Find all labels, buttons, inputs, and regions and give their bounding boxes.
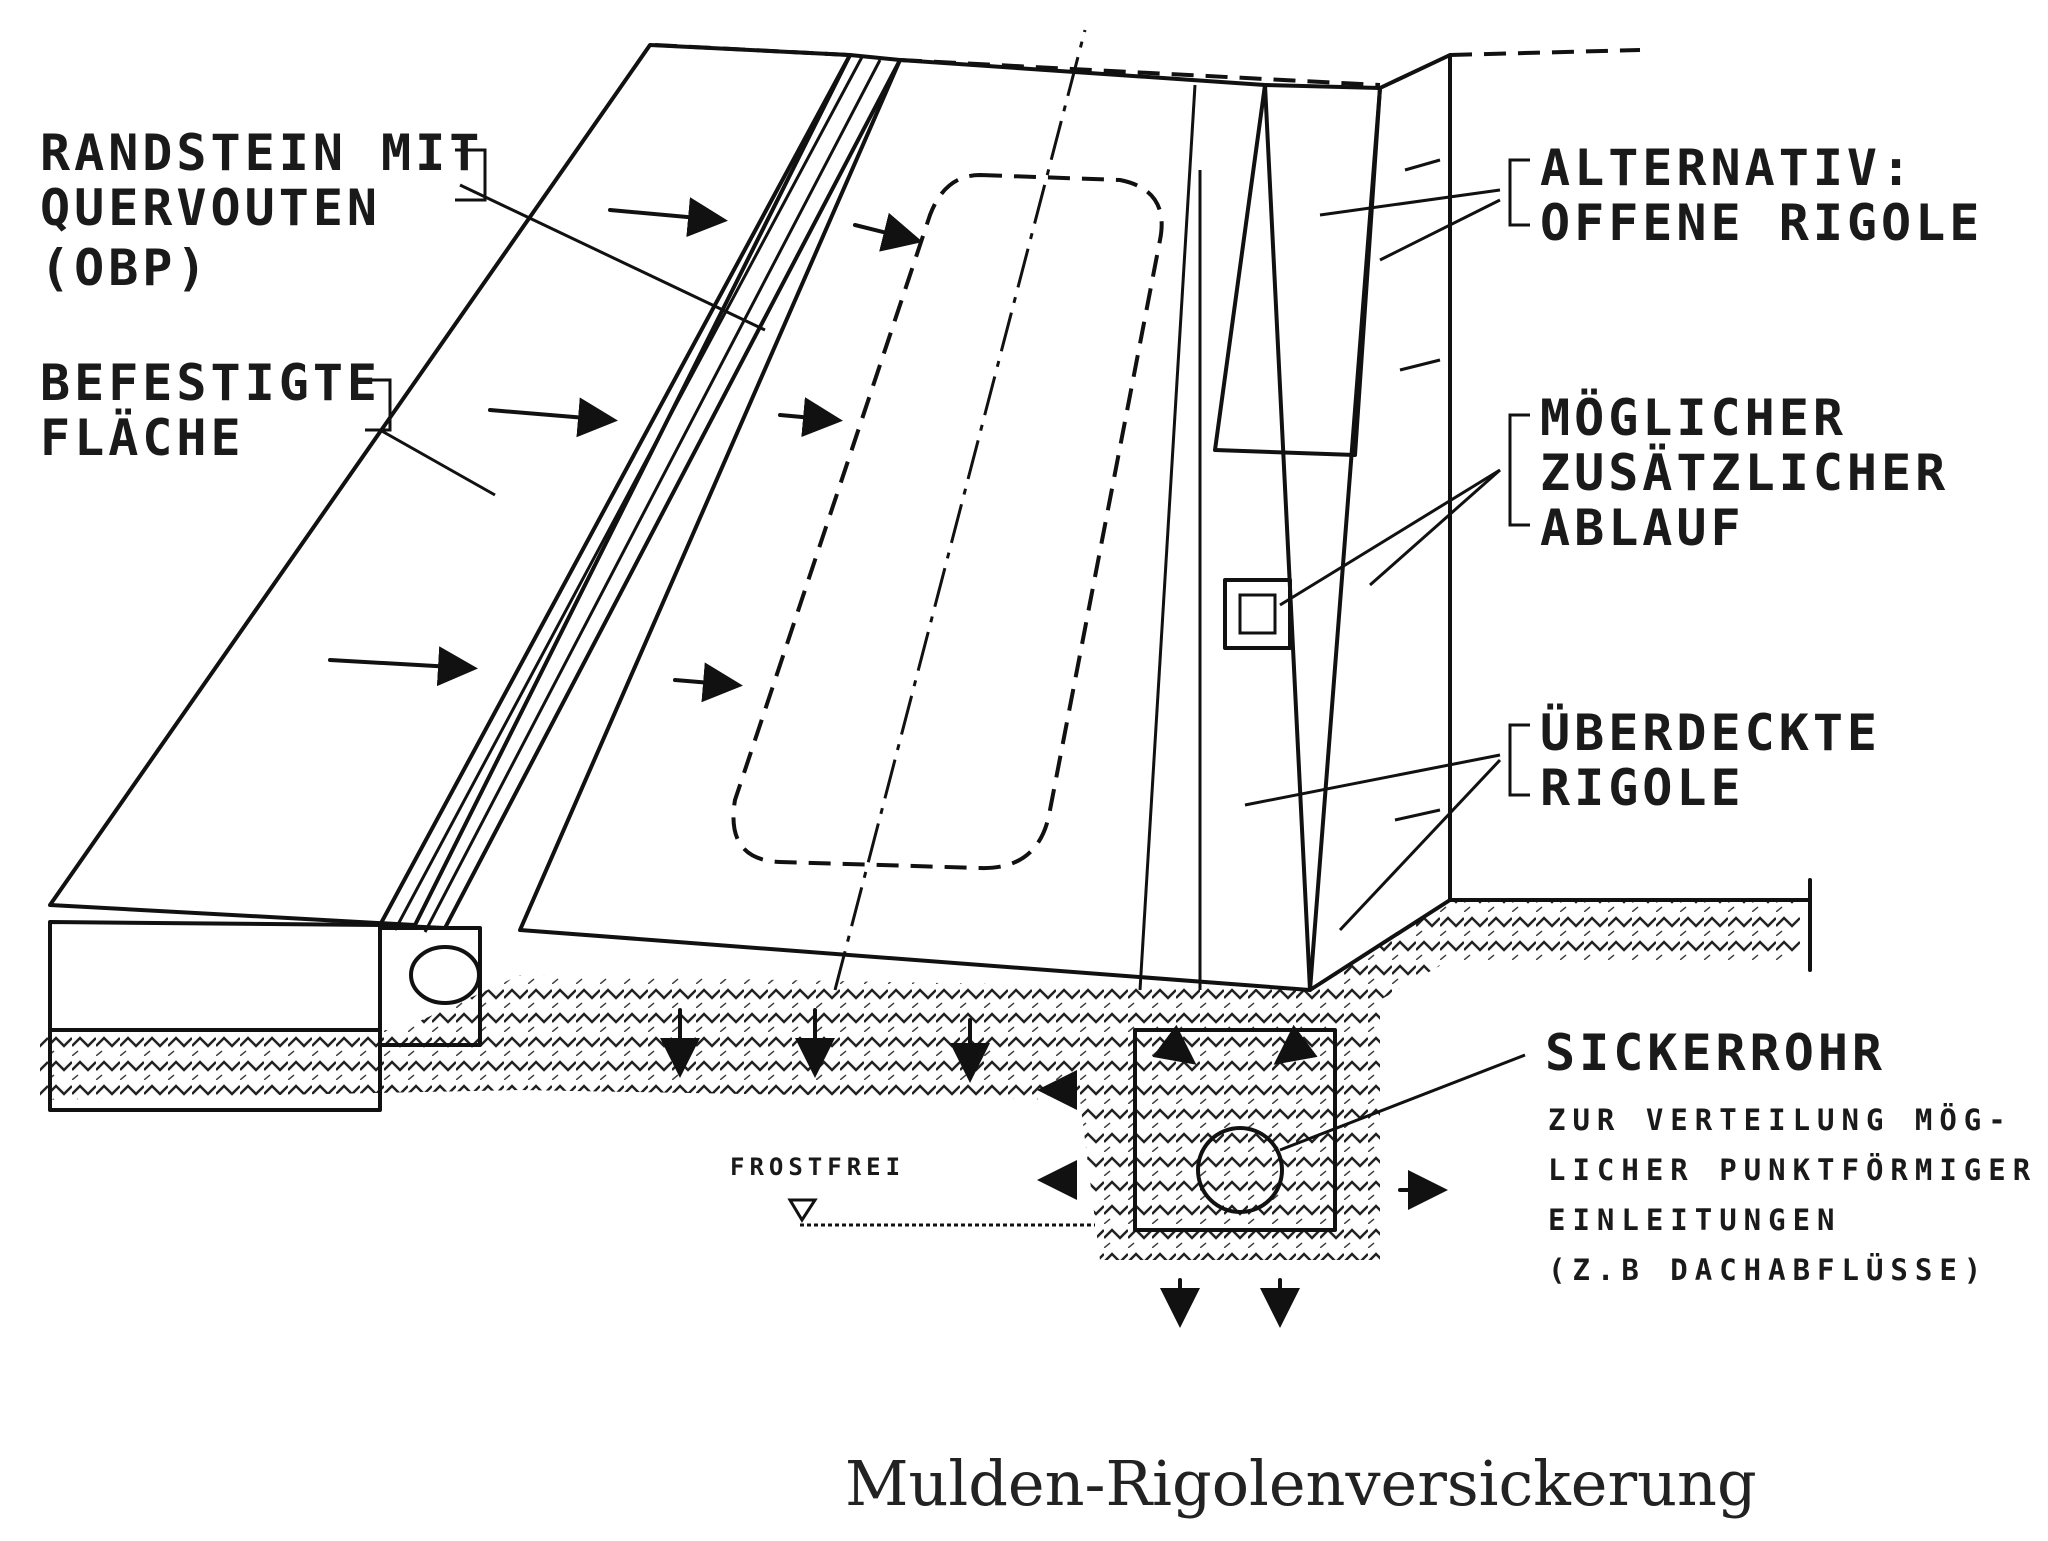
svg-text:ABLAUF: ABLAUF — [1540, 499, 1745, 557]
svg-text:LICHER PUNKTFÖRMIGER: LICHER PUNKTFÖRMIGER — [1548, 1153, 2037, 1187]
svg-text:BEFESTIGTE: BEFESTIGTE — [40, 354, 381, 412]
label-befestigte-flaeche: BEFESTIGTE FLÄCHE — [40, 354, 381, 467]
trench-side — [1308, 53, 1452, 992]
svg-text:ÜBERDECKTE: ÜBERDECKTE — [1540, 703, 1881, 762]
swale-surface — [518, 29, 1312, 992]
svg-text:OFFENE RIGOLE: OFFENE RIGOLE — [1540, 194, 1983, 252]
svg-text:EINLEITUNGEN: EINLEITUNGEN — [1548, 1203, 1842, 1237]
label-frostfrei: FROSTFREI — [730, 1153, 905, 1181]
label-alternativ: ALTERNATIV: OFFENE RIGOLE — [1540, 139, 1983, 252]
label-ueberdeckte-rigole: ÜBERDECKTE RIGOLE — [1540, 703, 1881, 817]
svg-text:FLÄCHE: FLÄCHE — [40, 409, 245, 467]
swale-depression-outline — [731, 172, 1164, 871]
svg-text:ZUSÄTZLICHER: ZUSÄTZLICHER — [1540, 444, 1949, 502]
label-sickerrohr: SICKERROHR ZUR VERTEILUNG MÖG- LICHER PU… — [1545, 1024, 2037, 1287]
svg-text:SICKERROHR: SICKERROHR — [1545, 1024, 1886, 1082]
label-brackets — [365, 148, 1530, 797]
top-edges — [654, 43, 1812, 972]
svg-text:ZUR VERTEILUNG MÖG-: ZUR VERTEILUNG MÖG- — [1548, 1103, 2013, 1137]
additional-drain — [1223, 578, 1292, 650]
leader-lines — [379, 183, 1526, 1152]
svg-text:RIGOLE: RIGOLE — [1540, 759, 1745, 817]
svg-text:FROSTFREI: FROSTFREI — [730, 1153, 905, 1181]
soil — [40, 900, 1800, 1260]
label-ablauf: MÖGLICHER ZUSÄTZLICHER ABLAUF — [1540, 388, 1949, 557]
svg-text:QUERVOUTEN: QUERVOUTEN — [40, 179, 381, 237]
flow-arrows — [328, 197, 1448, 1328]
open-trench — [1213, 83, 1382, 457]
frost-line — [787, 1198, 1095, 1227]
svg-text:(Z.B DACHABFLÜSSE): (Z.B DACHABFLÜSSE) — [1548, 1253, 1988, 1287]
svg-text:RANDSTEIN MIT: RANDSTEIN MIT — [40, 124, 483, 182]
svg-text:ALTERNATIV:: ALTERNATIV: — [1540, 139, 1915, 197]
curb-stone — [378, 53, 902, 1047]
figure-caption: Mulden-Rigolenversickerung — [845, 1447, 1757, 1520]
svg-text:MÖGLICHER: MÖGLICHER — [1540, 388, 1847, 447]
label-randstein: RANDSTEIN MIT QUERVOUTEN (OBP) — [40, 124, 483, 297]
svg-text:(OBP): (OBP) — [40, 239, 211, 297]
